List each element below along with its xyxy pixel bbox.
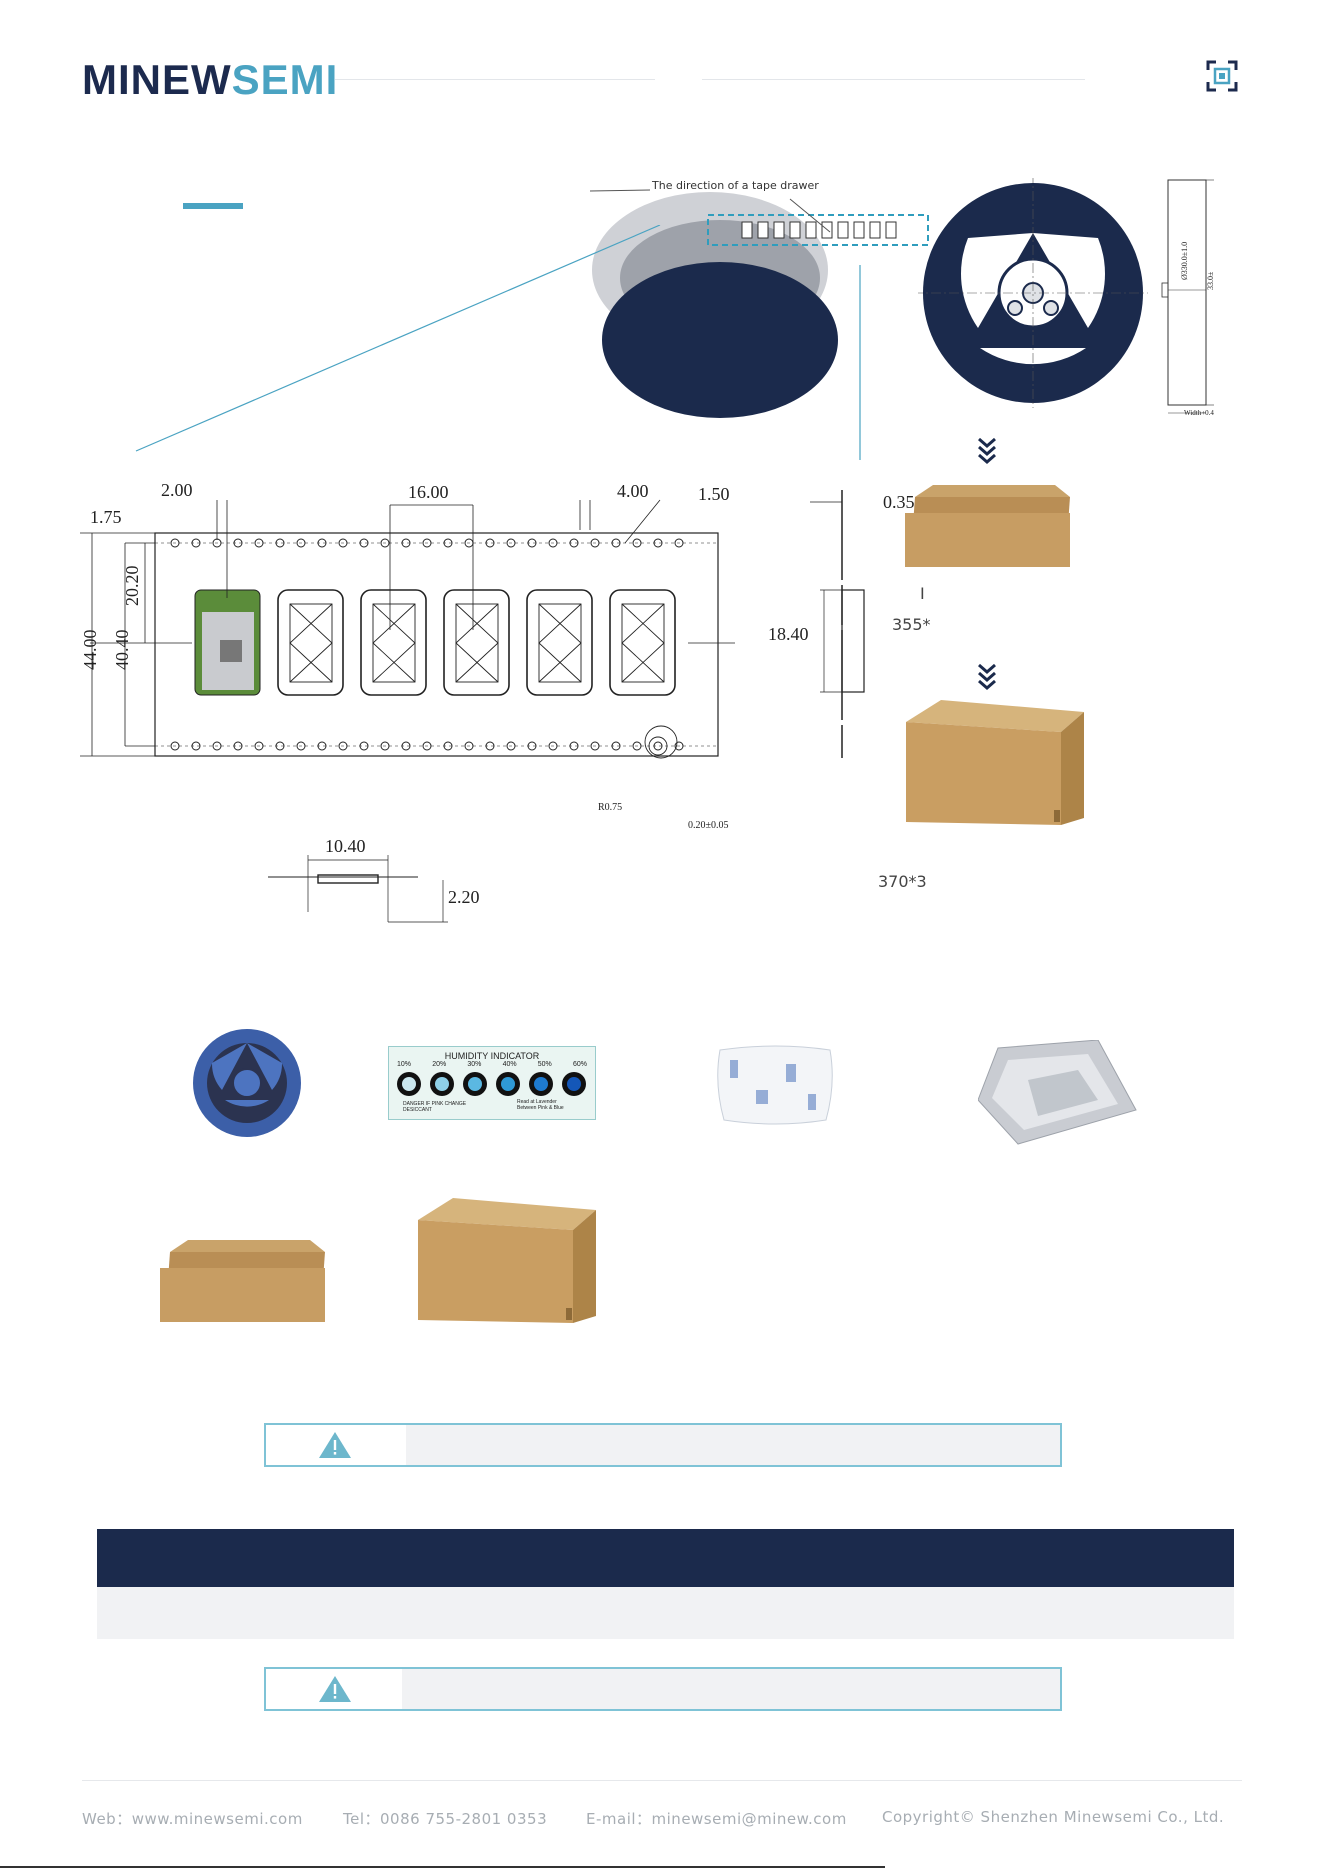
dim-tape-width: 44.00: [80, 629, 100, 671]
dim-sprocket-pitch: 4.00: [617, 481, 649, 501]
table-header-bar: [97, 1529, 1234, 1587]
dim-hole-diameter: 1.50: [698, 484, 730, 504]
dim-hole-pitch: 2.00: [161, 480, 193, 500]
warning-icon: [319, 1432, 351, 1458]
humidity-dots: [397, 1072, 586, 1096]
reel-diameter-label: Ø330.0±1.0: [1180, 241, 1189, 280]
dim-pocket-width: 10.40: [325, 836, 366, 856]
brand-logo-part1: MINEW: [82, 56, 232, 103]
dim-edge-offset: 1.75: [90, 507, 122, 527]
dim-hole-span: 40.40: [112, 629, 132, 671]
tape-side-profile: [810, 490, 865, 758]
warning-note-1: [264, 1423, 1062, 1467]
outer-box-image: [906, 700, 1084, 825]
triple-chevron-down-icon: [978, 663, 996, 696]
chip-scan-icon: [1206, 60, 1238, 92]
desiccant-image: [717, 1045, 833, 1125]
dim-pocket-depth: 18.40: [768, 624, 809, 644]
header-divider-right: [702, 79, 1085, 80]
reel-width-label: Width+0.4: [1184, 409, 1214, 417]
dim-radius: R0.75: [598, 802, 623, 813]
dim-pocket-height: 2.20: [448, 887, 480, 907]
humidity-level: 60%: [572, 1061, 587, 1068]
humidity-indicator-card: HUMIDITY INDICATOR 10% 20% 30% 40% 50% 6…: [388, 1046, 596, 1120]
pocket-section-profile: [268, 855, 448, 923]
dim-pocket-pitch: 16.00: [408, 482, 449, 502]
warning-note-body: [402, 1669, 1060, 1709]
humidity-note-left: DANGER IF PINK CHANGE DESICCANT: [403, 1101, 467, 1113]
footer-divider: [82, 1780, 1242, 1781]
reel-material-image: [193, 1029, 301, 1137]
reel-perspective-illustration: [590, 189, 929, 418]
section-accent-bar: [183, 203, 243, 209]
humidity-level: 50%: [537, 1061, 552, 1068]
table-row: [97, 1587, 1234, 1639]
inner-box-tick: I: [920, 584, 925, 603]
outer-box-material-image: [418, 1198, 596, 1323]
carrier-tape-drawing: [80, 499, 735, 759]
footer-copyright: Copyright© Shenzhen Minewsemi Co., Ltd.: [882, 1808, 1225, 1826]
triple-chevron-down-icon: [978, 437, 996, 470]
inner-box-material-image: [160, 1240, 325, 1322]
guide-lines: [135, 225, 861, 460]
humidity-level: 30%: [467, 1061, 482, 1068]
humidity-note-right: Read at Lavender Between Pink & Blue: [517, 1099, 564, 1111]
warning-note-body: [406, 1425, 1060, 1465]
page-bottom-rule: [0, 1866, 885, 1868]
humidity-level: 20%: [432, 1061, 447, 1068]
brand-logo-part2: SEMI: [231, 56, 339, 103]
dim-cover-tape: 0.35: [883, 492, 915, 512]
footer-email: E-mail：minewsemi@minew.com: [586, 1810, 847, 1828]
inner-box-caption: 355*: [892, 615, 931, 634]
esd-bag-image: [978, 1040, 1137, 1145]
dim-center-offset: 20.20: [122, 565, 142, 607]
footer-tel: Tel：0086 755-2801 0353: [343, 1810, 548, 1828]
humidity-level: 10%: [397, 1061, 412, 1068]
outer-box-caption: 370*3: [878, 872, 927, 891]
footer-web: Web：www.minewsemi.com: [82, 1810, 303, 1828]
humidity-indicator-title: HUMIDITY INDICATOR: [444, 1051, 540, 1061]
tape-direction-label: The direction of a tape drawer: [652, 179, 819, 192]
inner-box-image: [905, 485, 1070, 567]
warning-note-2: [264, 1667, 1062, 1711]
dim-thickness: 0.20±0.05: [688, 820, 729, 831]
reel-hub-label: 33.0±: [1206, 271, 1215, 290]
header-divider-left: [335, 79, 655, 80]
reel-side-view: [1161, 179, 1214, 414]
humidity-level: 40%: [502, 1061, 517, 1068]
warning-icon: [319, 1676, 351, 1702]
brand-logo: MINEWSEMI: [82, 58, 338, 102]
reel-front-view: [918, 178, 1148, 408]
